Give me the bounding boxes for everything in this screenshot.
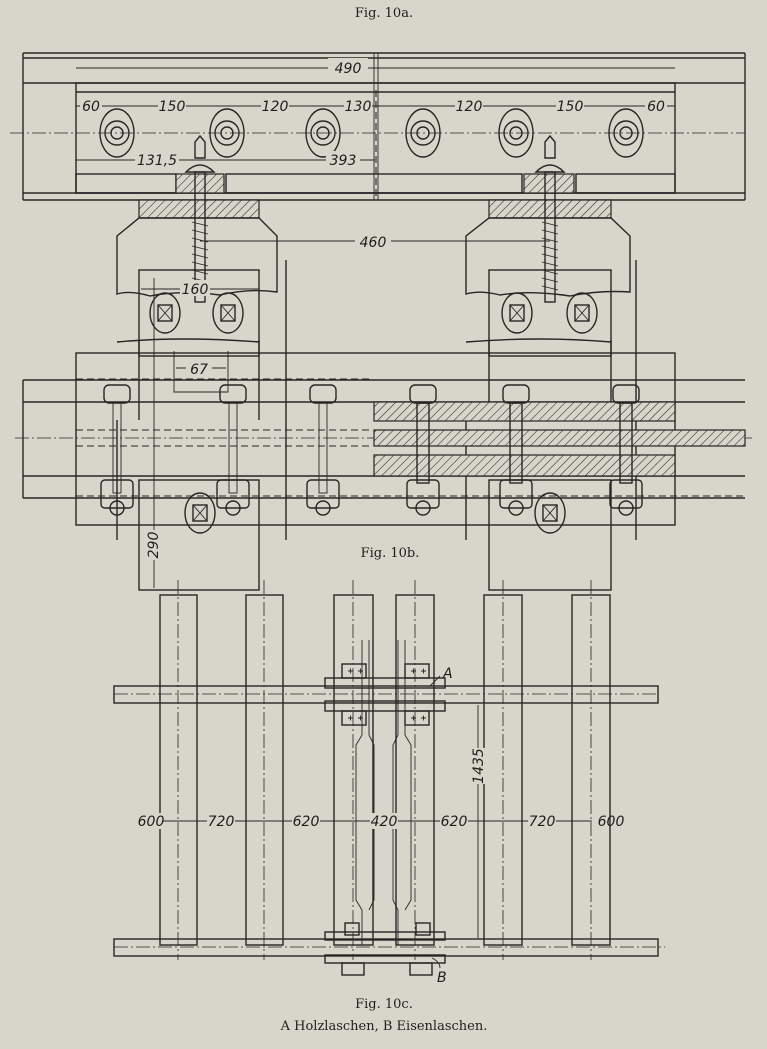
rails-plan [113,685,665,957]
fig-10c: A B 600 720 620 420 620 720 600 1435 Fig… [113,580,665,1034]
fig-10b-caption: Fig. 10b. [361,546,420,561]
wood-fishplates-A: A [324,663,453,726]
dim-1435: 1435 [471,748,487,784]
screw-spikes [184,134,566,303]
dim-460: 460 [360,235,387,251]
dim-620-left: 620 [293,814,320,830]
dim-150-left: 150 [159,99,186,115]
dim-720-left: 720 [208,814,235,830]
fig-10a-caption: Fig. 10a. [355,6,413,21]
rail-side-view [10,52,746,201]
fig-10b: 160 67 290 Fig. 10b. [15,260,752,591]
dim-130: 130 [345,99,372,115]
fig-10c-caption: Fig. 10c. [355,997,413,1012]
legend: A Holzlaschen, B Eisenlaschen. [280,1019,488,1034]
dim-60-right: 60 [647,99,665,115]
dim-131-5: 131,5 [137,153,177,169]
dim-60-left: 60 [82,99,100,115]
tie-plate-bolts [149,292,598,534]
fig-10c-dimensions: 600 720 620 420 620 720 600 1435 [138,705,625,938]
tie-plates [138,199,612,219]
dim-120-right: 120 [456,99,483,115]
dim-290: 290 [146,532,162,559]
dim-720-right: 720 [529,814,556,830]
dim-600-left: 600 [138,814,165,830]
bolts [99,108,644,158]
dim-393: 393 [330,153,357,169]
dim-120-left: 120 [262,99,289,115]
ties-plan [116,260,637,591]
rail-plan [15,352,752,526]
fig-10b-dimensions: 160 67 290 [141,278,259,588]
fishplate-bolts-plan [100,384,643,516]
fig-10a: Fig. 10a. [10,6,746,303]
dim-420: 420 [371,814,398,830]
dim-620-right: 620 [441,814,468,830]
dim-150-right: 150 [557,99,584,115]
sleepers [159,580,611,960]
dim-490: 490 [335,61,362,77]
label-b: B [437,970,447,986]
label-a: A [442,666,453,682]
dim-600-right: 600 [598,814,625,830]
iron-fishplates-B: B [324,922,447,986]
dim-67: 67 [190,362,208,378]
fig-10a-dimensions: 490 60 150 120 130 120 150 60 131,5 393 … [76,58,675,251]
dim-160: 160 [182,282,209,298]
